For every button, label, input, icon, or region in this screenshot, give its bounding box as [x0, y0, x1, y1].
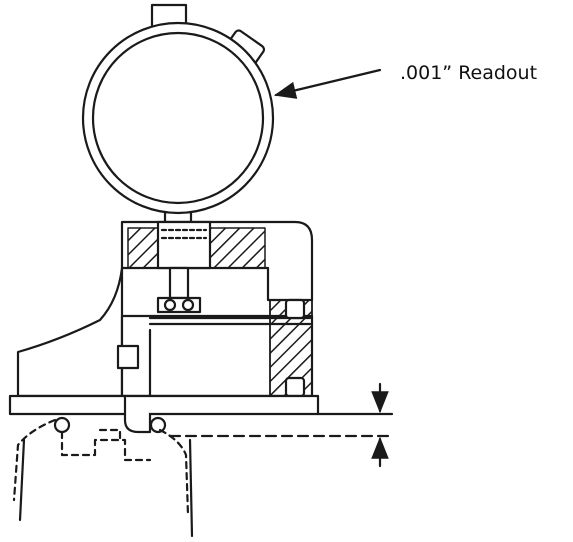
- dial-face: [81, 21, 275, 215]
- base-plate: [8, 394, 320, 434]
- readout-label: .001” Readout: [400, 62, 538, 84]
- dial-spindle: [163, 210, 193, 224]
- callout-arrow: [273, 68, 382, 99]
- base-body: [16, 266, 314, 398]
- dimension-marker: [168, 382, 394, 468]
- workpiece-legs: [18, 438, 194, 538]
- upper-housing: [120, 220, 314, 302]
- workpiece-outline: [12, 418, 190, 517]
- contact-rod: [156, 266, 202, 314]
